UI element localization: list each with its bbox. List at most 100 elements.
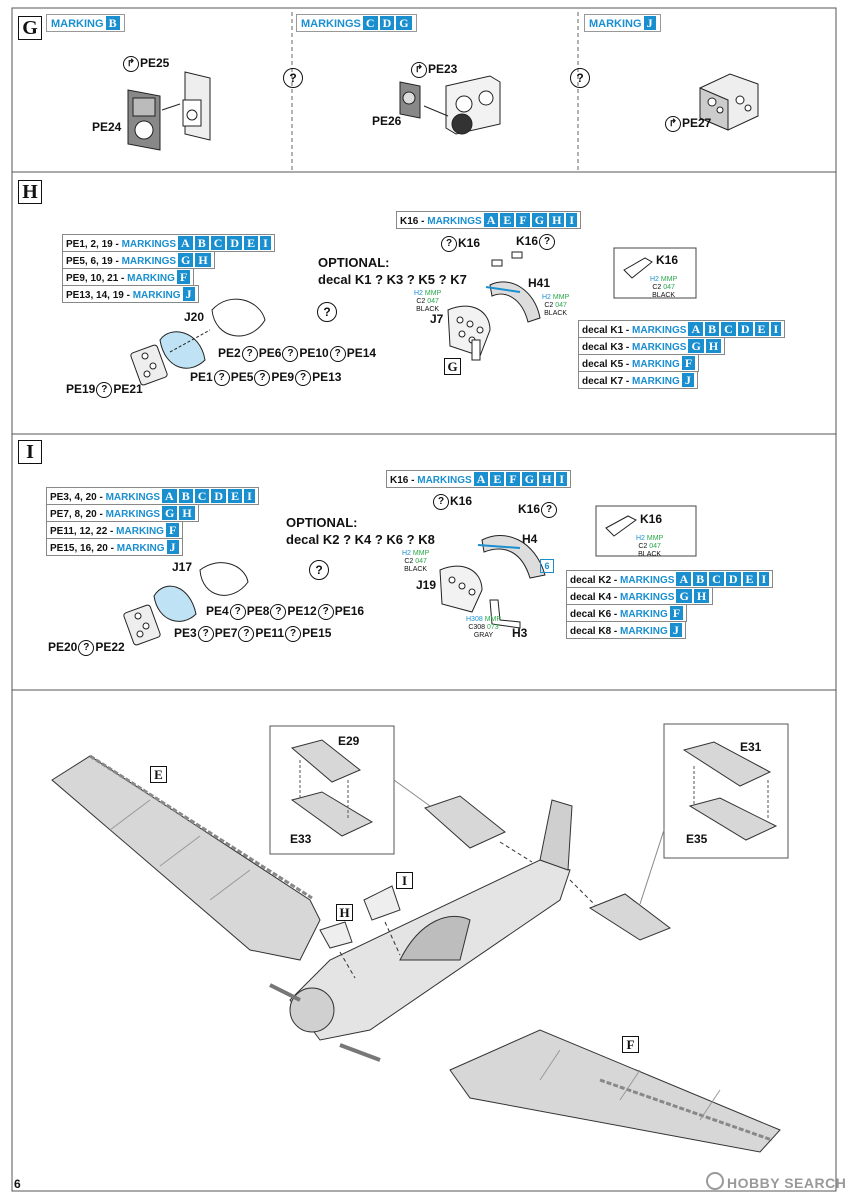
g-or-icon-1: ? xyxy=(282,68,304,88)
marking-box: D xyxy=(227,236,243,250)
part-label: K16 xyxy=(518,502,541,517)
part-label: PE23 xyxy=(428,62,458,77)
i-k16-box xyxy=(595,505,697,557)
pe-label: PE4 xyxy=(206,604,229,619)
h-pe-row-1: PE2?PE6?PE10?PE14 xyxy=(218,346,377,362)
pe-label: PE7 xyxy=(214,626,238,641)
pe-label: PE10 xyxy=(299,346,329,361)
paint-code: C2 xyxy=(638,543,648,550)
part-label: K16 xyxy=(450,494,473,509)
paint-color-name: BLACK xyxy=(638,551,662,558)
marking-box: A xyxy=(162,489,177,503)
marking-box: C xyxy=(709,572,724,586)
marking-box: J xyxy=(643,16,656,30)
row-marking-word: MARKINGS xyxy=(417,475,472,486)
g-label-pe24: PE24 xyxy=(92,120,122,134)
row-marking-word: MARKING xyxy=(620,609,668,620)
marking-box: I xyxy=(758,572,770,586)
watermark: HOBBY SEARCH xyxy=(706,1172,846,1191)
row-marking-word: MARKING xyxy=(620,626,668,637)
final-tag-e: E xyxy=(150,766,167,783)
h-label-h41: H41 xyxy=(528,276,551,290)
paint-code: H2 xyxy=(636,535,645,542)
i-ref-six: 6 xyxy=(540,559,554,573)
pe-label: PE5 xyxy=(230,370,254,385)
marking-box: B xyxy=(693,572,708,586)
paint-color-name: GRAY xyxy=(473,632,494,639)
paint-code: 047 xyxy=(415,558,427,565)
i-pe-row-2: PE3?PE7?PE11?PE15 xyxy=(174,626,332,642)
g-label-pe26: PE26 xyxy=(372,114,402,128)
inset-label-e35: E35 xyxy=(686,832,708,846)
marking-box: F xyxy=(669,606,684,620)
row-label: decal K5 - xyxy=(582,359,633,370)
paint-code: C308 xyxy=(468,624,486,631)
row-label: PE11, 12, 22 - xyxy=(50,526,117,537)
pe-label: PE20 xyxy=(48,640,78,655)
marking-box: H xyxy=(705,339,722,353)
part-label: K16 xyxy=(516,234,539,249)
pe-label: PE14 xyxy=(346,346,377,361)
marking-box: A xyxy=(178,236,193,250)
i-label-j17: J17 xyxy=(172,560,193,574)
marking-box: H xyxy=(693,589,710,603)
h-label-k16a: ?K16 xyxy=(440,236,480,252)
paint-color-name: BLACK xyxy=(404,566,428,573)
row-marking-word: MARKING xyxy=(116,526,164,537)
paint-code: MMP xyxy=(660,276,678,283)
paint-color-name: BLACK xyxy=(416,306,440,313)
final-tag-h: H xyxy=(336,904,353,921)
paint-code: C2 xyxy=(544,302,554,309)
row-label: decal K1 - xyxy=(582,325,633,336)
marking-box: A xyxy=(483,213,499,227)
g-label-pe25: ↱PE25 xyxy=(122,56,169,72)
marking-box: E xyxy=(742,572,757,586)
marking-box: J xyxy=(166,540,179,554)
i-label-k16c: K16 xyxy=(640,512,663,526)
h-or-icon: ? xyxy=(316,302,338,322)
i-or-icon: ? xyxy=(308,560,330,580)
paint-code: H2 xyxy=(402,550,411,557)
marking-box: A xyxy=(473,472,489,486)
marking-box: G xyxy=(531,213,548,227)
marking-box: I xyxy=(566,213,578,227)
paint-code: 047 xyxy=(427,298,439,305)
g-label-pe27: ↱PE27 xyxy=(664,116,711,132)
marking-box: F xyxy=(681,356,696,370)
optional-title: OPTIONAL: xyxy=(318,255,390,270)
i-label-j19: J19 xyxy=(416,578,437,592)
marking-box: G xyxy=(676,589,692,603)
marking-box: B xyxy=(705,322,720,336)
h-pe-row-3: PE19?PE21 xyxy=(66,382,143,398)
i-optional-note: OPTIONAL:decal K2 ? K4 ? K6 ? K8 xyxy=(286,514,435,548)
paint-code: 047 xyxy=(649,543,661,550)
paint-code: C2 xyxy=(652,284,662,291)
row-label: PE3, 4, 20 - xyxy=(50,492,106,503)
row-marking-word: MARKING xyxy=(632,359,680,370)
marking-box: J xyxy=(182,287,195,301)
row-marking-word: MARKING xyxy=(132,290,181,301)
marking-box: D xyxy=(211,489,227,503)
marking-box: C xyxy=(210,236,226,250)
paint-code: H308 xyxy=(466,616,483,623)
marking-box: C xyxy=(194,489,210,503)
row-marking-word: MARKINGS xyxy=(632,342,687,353)
marking-box: D xyxy=(379,16,395,30)
step-g-badge: G xyxy=(18,16,42,40)
pe-label: PE12 xyxy=(287,604,317,619)
marking-box: F xyxy=(176,270,191,284)
row-label: PE1, 2, 19 - xyxy=(66,239,122,250)
row-marking-word: MARKINGS xyxy=(620,592,675,603)
